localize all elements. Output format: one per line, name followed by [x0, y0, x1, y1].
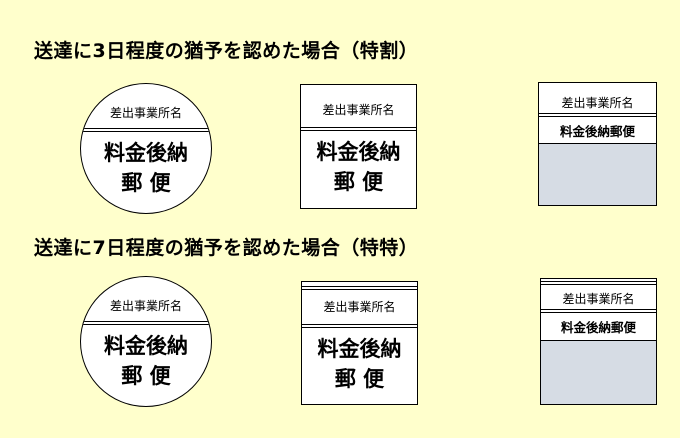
blank-area — [541, 340, 656, 404]
mark-line1: 料金後納 — [104, 334, 188, 358]
sender-label: 差出事業所名 — [109, 299, 182, 313]
square-mark: 差出事業所名 料金後納 郵 便 — [300, 84, 417, 209]
double-line — [81, 321, 211, 325]
double-line — [539, 113, 656, 117]
double-line — [81, 128, 211, 132]
mark-single-line: 料金後納郵便 — [560, 320, 636, 335]
double-line — [301, 127, 416, 131]
mark-single-line: 料金後納郵便 — [559, 124, 635, 139]
mark-line1: 料金後納 — [104, 141, 188, 165]
circle-mark: 差出事業所名 料金後納 郵 便 — [80, 276, 212, 407]
double-line — [541, 309, 656, 313]
square-mark: 差出事業所名 料金後納 郵 便 — [301, 281, 418, 405]
label-mark: 差出事業所名 料金後納郵便 — [540, 278, 657, 405]
section-title-tokutoku: 送達に7日程度の猶予を認めた場合（特特） — [34, 237, 419, 259]
sender-label: 差出事業所名 — [323, 300, 396, 314]
double-line — [302, 324, 417, 328]
top-double-line — [302, 286, 417, 290]
mark-line2: 郵 便 — [333, 170, 384, 194]
mark-line1: 料金後納 — [317, 337, 402, 361]
top-double-line — [541, 281, 656, 285]
sender-label: 差出事業所名 — [561, 96, 634, 110]
mark-line2: 郵 便 — [334, 367, 385, 391]
sender-label: 差出事業所名 — [109, 106, 182, 120]
circle-mark: 差出事業所名 料金後納 郵 便 — [80, 83, 212, 214]
mark-line2: 郵 便 — [121, 171, 171, 195]
mark-line2: 郵 便 — [121, 364, 171, 388]
section-title-tokuwari: 送達に3日程度の猶予を認めた場合（特割） — [34, 40, 419, 62]
sender-label: 差出事業所名 — [322, 103, 395, 117]
mark-line1: 料金後納 — [316, 140, 401, 164]
sender-label: 差出事業所名 — [562, 292, 635, 306]
blank-area — [539, 143, 656, 205]
label-mark: 差出事業所名 料金後納郵便 — [538, 82, 657, 206]
